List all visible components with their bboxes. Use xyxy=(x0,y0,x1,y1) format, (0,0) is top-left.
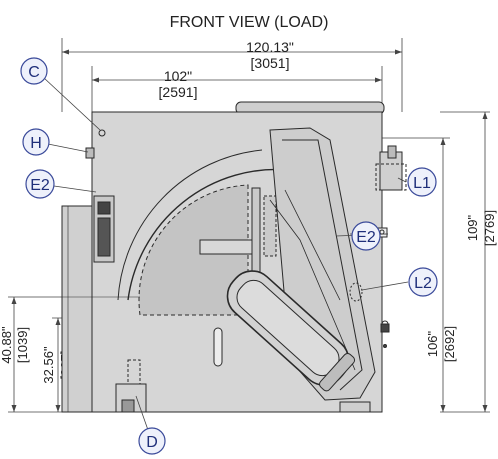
callout-l1: L1 xyxy=(407,167,437,197)
body-height-in: 106" xyxy=(425,330,440,357)
callout-l2-label: L2 xyxy=(414,275,432,292)
callout-c: C xyxy=(20,57,48,85)
callout-l2: L2 xyxy=(408,267,438,297)
left-side-panel xyxy=(61,205,95,413)
tilted-cylinder xyxy=(226,270,356,392)
callout-e2-right-label: E2 xyxy=(356,229,376,246)
callout-h-label: H xyxy=(30,135,42,152)
height-a-in: 40.88" xyxy=(0,326,14,364)
callout-h: H xyxy=(22,128,50,156)
callout-d: D xyxy=(138,427,166,455)
machine-drawing xyxy=(61,101,407,413)
callout-c-label: C xyxy=(28,64,40,81)
overall-height-in: 109" xyxy=(465,214,480,241)
overall-width-mm: [3051] xyxy=(251,55,290,71)
drawing-title: FRONT VIEW (LOAD) xyxy=(170,14,329,31)
callout-e2-left: E2 xyxy=(25,169,55,199)
callout-d-label: D xyxy=(146,434,158,451)
body-width-in: 102" xyxy=(164,68,192,84)
overall-height-mm: [2769] xyxy=(482,210,497,246)
overall-width-in: 120.13" xyxy=(246,39,294,55)
height-b-in: 32.56" xyxy=(41,346,56,384)
drum-sector xyxy=(138,184,249,316)
callout-e2-left-label: E2 xyxy=(30,177,50,194)
height-a-mm: [1039] xyxy=(15,327,30,363)
callout-e2-right: E2 xyxy=(351,221,381,251)
body-height-mm: [2692] xyxy=(442,326,457,362)
body-width-mm: [2591] xyxy=(159,84,198,100)
dimension-arrows xyxy=(11,49,488,412)
callout-l1-label: L1 xyxy=(413,175,431,192)
